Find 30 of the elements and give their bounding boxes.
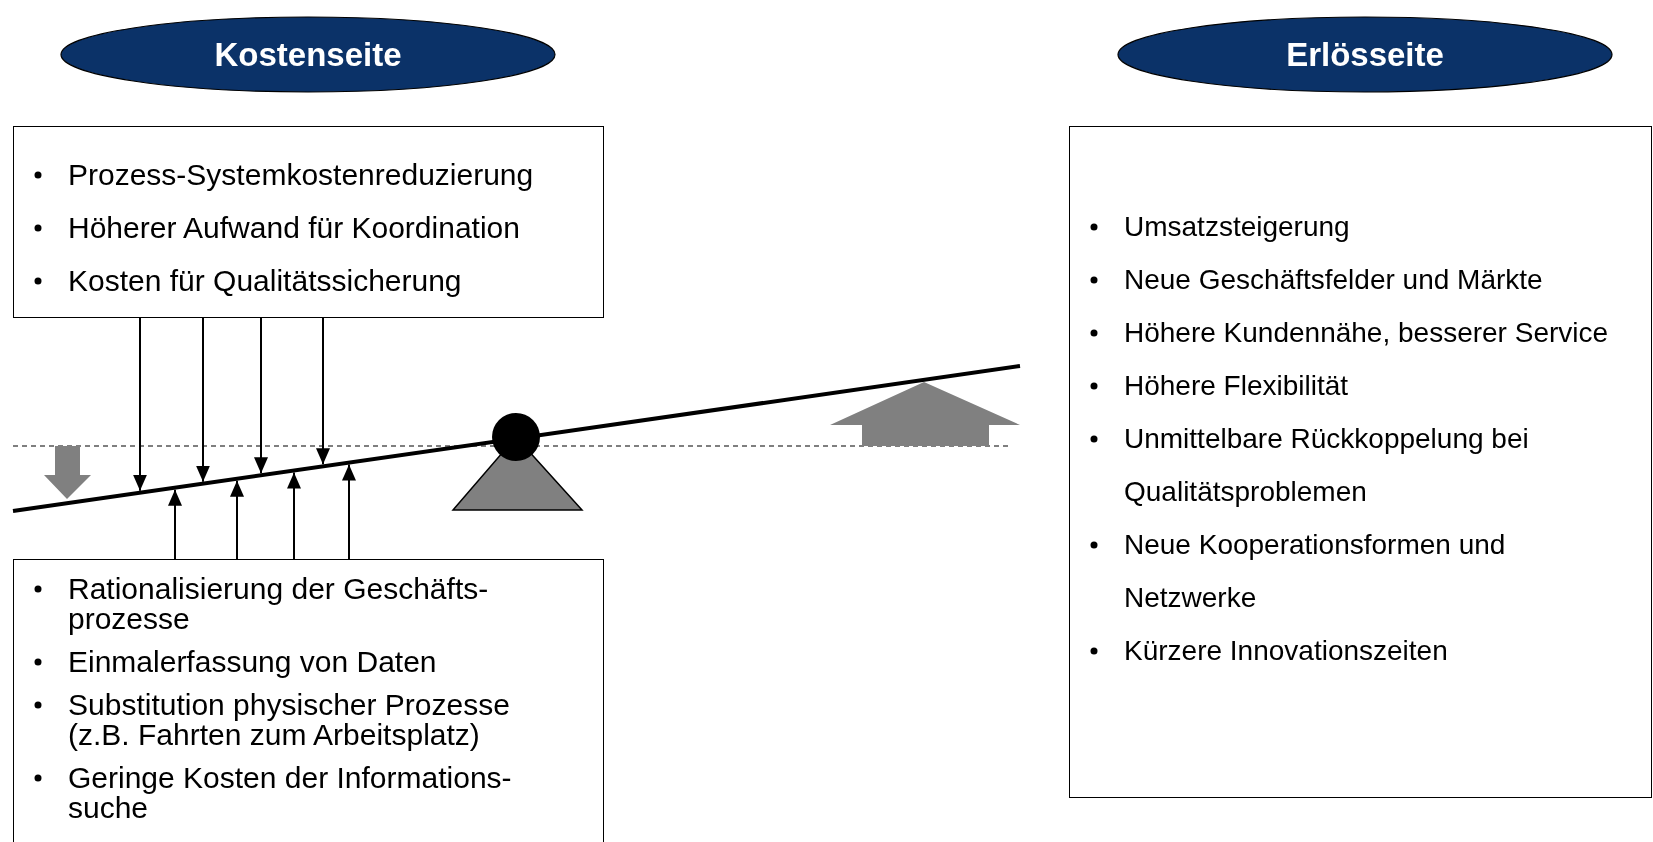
list-item: Kürzere Innovationszeiten bbox=[1124, 634, 1448, 668]
list-item: Rationalisierung der Geschäfts- prozesse bbox=[68, 574, 490, 634]
list-item: Höherer Aufwand für Koordination bbox=[68, 210, 520, 246]
list-item: Kosten für Qualitätssicherung bbox=[68, 263, 462, 299]
title-ellipse bbox=[1117, 16, 1613, 93]
list-item: Neue Geschäftsfelder und Märkte bbox=[1124, 263, 1543, 297]
arrow bbox=[342, 463, 356, 560]
arrow bbox=[254, 317, 268, 475]
text-box bbox=[1069, 126, 1652, 798]
list-item: Höhere Kundennähe, besserer Service bbox=[1124, 316, 1609, 350]
list-item: Umsatzsteigerung bbox=[1124, 210, 1350, 244]
text-box bbox=[13, 559, 604, 842]
list-item: Unmittelbare Rückkoppelung bei Qualitätsproblemen bbox=[1124, 422, 1530, 509]
arrow bbox=[316, 317, 330, 466]
arrow bbox=[168, 488, 182, 560]
heading-text: Erlösseite bbox=[1286, 35, 1444, 74]
arrow bbox=[287, 471, 301, 560]
arrow bbox=[196, 317, 210, 483]
heading-text: Kostenseite bbox=[214, 35, 402, 74]
list-item: Höhere Flexibilität bbox=[1124, 369, 1349, 403]
text-box bbox=[13, 126, 604, 318]
list-item: Prozess-Systemkostenreduzierung bbox=[68, 157, 534, 193]
list-item: Einmalerfassung von Daten bbox=[68, 647, 437, 677]
list-item: Neue Kooperationsformen und Netzwerke bbox=[1124, 528, 1507, 615]
arrow bbox=[133, 317, 147, 492]
arrow bbox=[230, 479, 244, 560]
list-item: Substitution physischer Prozesse (z.B. Fahrten zum Arbeitsplatz) bbox=[68, 690, 511, 750]
list-item: Geringe Kosten der Informations- suche bbox=[68, 763, 513, 823]
balance-beam bbox=[12, 364, 1021, 513]
title-ellipse bbox=[60, 16, 556, 93]
